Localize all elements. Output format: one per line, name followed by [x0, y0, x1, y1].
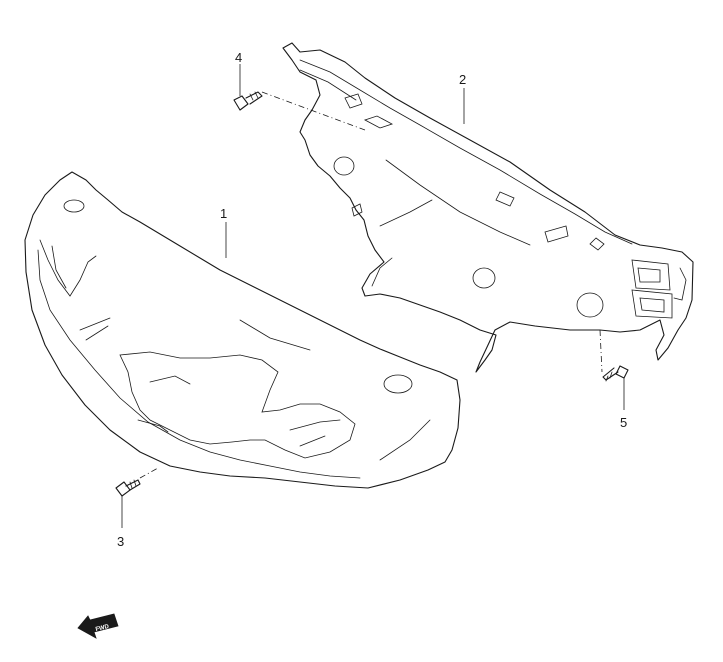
- rear-handlebar-cover[interactable]: [282, 42, 694, 373]
- callout-part-4: 4: [235, 50, 242, 65]
- front-handlebar-cover[interactable]: [24, 171, 461, 489]
- install-line-screw-4: [261, 91, 366, 131]
- screw-part-3[interactable]: [115, 479, 141, 497]
- callout-part-1: 1: [220, 206, 227, 221]
- install-line-screw-3: [139, 467, 159, 479]
- callout-part-2: 2: [459, 72, 466, 87]
- callout-part-3: 3: [117, 534, 124, 549]
- fwd-label: FWD: [95, 624, 110, 633]
- screw-part-4[interactable]: [233, 91, 263, 111]
- callout-part-5: 5: [620, 415, 627, 430]
- fwd-direction-arrow: FWD: [77, 613, 119, 639]
- install-line-screw-5: [599, 329, 603, 373]
